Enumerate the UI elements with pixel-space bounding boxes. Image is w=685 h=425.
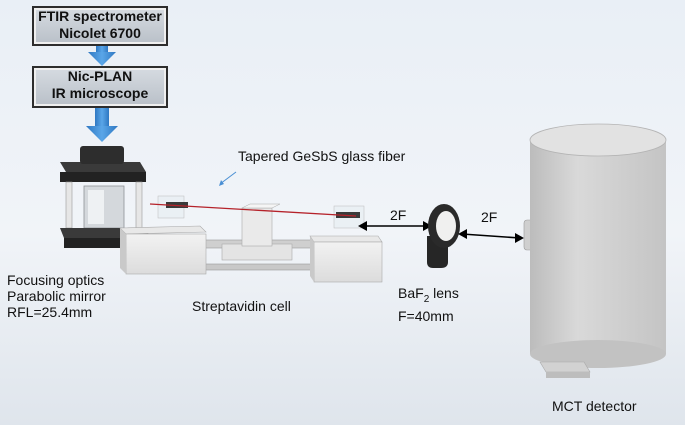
focusing-line2: Parabolic mirror — [7, 288, 106, 304]
distance-label-right: 2F — [481, 209, 498, 225]
fiber-stage — [119, 195, 383, 283]
beam-arrow-top — [88, 44, 116, 66]
microscope-line1: Nic-PLAN — [67, 68, 133, 84]
cell-label: Streptavidin cell — [192, 298, 291, 314]
distance-arrow-left — [358, 221, 432, 231]
ftir-spectrometer-box: FTIR spectrometer Nicolet 6700 — [32, 6, 168, 46]
baf2-lens — [427, 204, 460, 268]
spectrometer-line1: FTIR spectrometer — [38, 8, 162, 24]
beam-arrow-bottom — [86, 108, 118, 142]
mct-detector — [523, 123, 667, 378]
spectrometer-line2: Nicolet 6700 — [59, 25, 141, 41]
microscope-line2: IR microscope — [51, 85, 149, 101]
fiber-label: Tapered GeSbS glass fiber — [238, 148, 406, 164]
ir-microscope-box: Nic-PLAN IR microscope — [32, 66, 168, 108]
lens-name: BaF2 lens — [398, 285, 459, 305]
focusing-optics-label: Focusing optics Parabolic mirror RFL=25.… — [7, 272, 106, 320]
distance-label-left: 2F — [390, 207, 407, 223]
detector-label: MCT detector — [552, 398, 637, 414]
lens-focal-length: F=40mm — [398, 307, 454, 324]
focusing-optics-cage — [60, 146, 150, 248]
tapered-fiber — [149, 203, 357, 217]
fiber-pointer — [219, 171, 237, 185]
focusing-line3: RFL=25.4mm — [7, 304, 93, 320]
focusing-line1: Focusing optics — [7, 272, 105, 288]
lens-label: BaF2 lens F=40mm — [398, 285, 459, 325]
distance-arrow-right — [458, 229, 524, 243]
